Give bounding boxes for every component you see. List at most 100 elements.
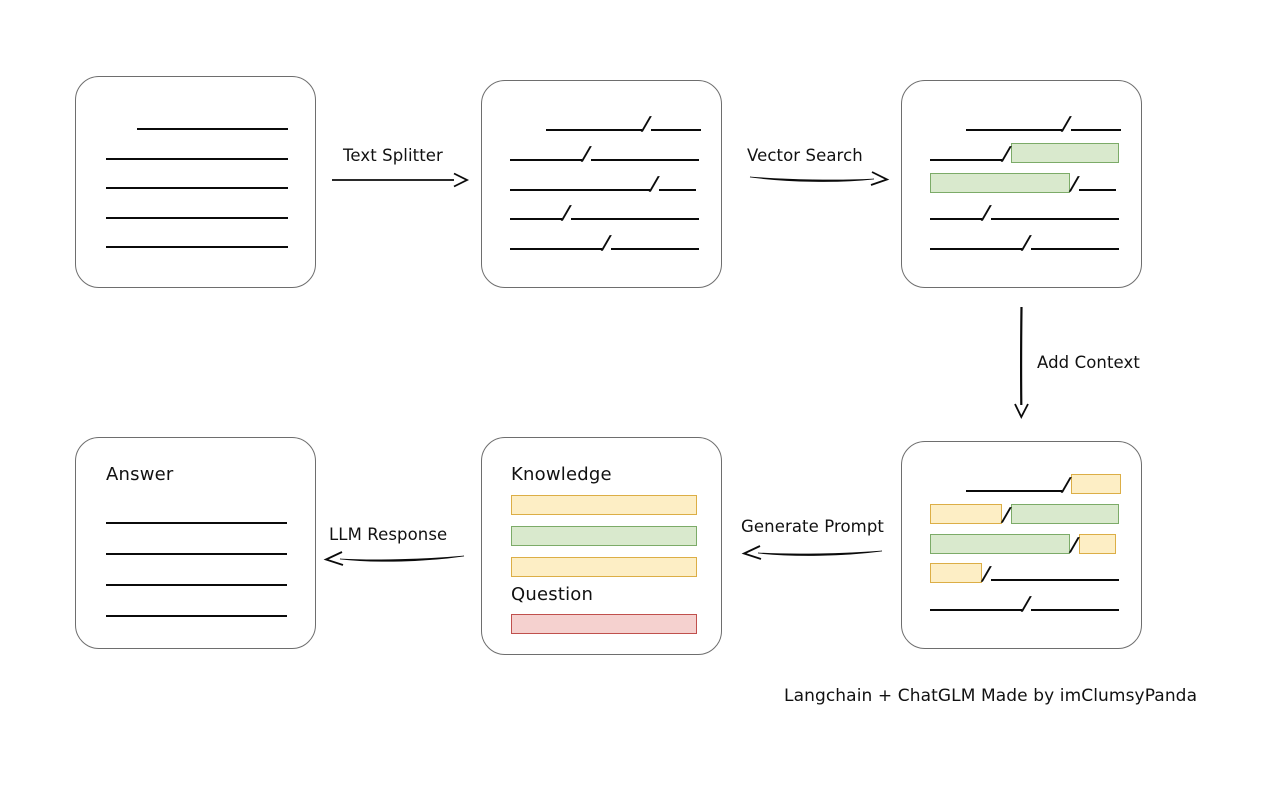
node-split-document[interactable]: / / / / / — [481, 80, 722, 288]
edge-label-vector-search: Vector Search — [747, 146, 863, 165]
text-rule — [990, 579, 1119, 582]
document-line — [106, 506, 287, 526]
slash-separator: / — [1062, 113, 1071, 135]
text-rule — [658, 188, 696, 191]
document-line: / — [510, 202, 699, 225]
text-rule — [1030, 609, 1119, 612]
document-line — [106, 201, 288, 221]
text-rule — [966, 490, 1062, 492]
document-line — [106, 599, 287, 619]
slash-separator: / — [650, 172, 659, 195]
text-rule — [137, 128, 288, 130]
text-rule — [1070, 129, 1121, 131]
text-rule — [1078, 188, 1116, 191]
document-line: / — [966, 474, 1121, 496]
document-line — [137, 112, 288, 132]
document-line: / — [930, 232, 1119, 255]
arrow-llm-response — [323, 551, 465, 566]
document-line: / — [510, 172, 696, 195]
slash-separator: / — [562, 202, 571, 225]
node-prompt[interactable]: Knowledge Question — [481, 437, 722, 655]
text-rule — [106, 584, 287, 586]
node-source-document[interactable] — [75, 76, 316, 288]
document-line: / — [930, 533, 1116, 556]
document-line — [106, 537, 287, 557]
document-line: / — [930, 503, 1119, 526]
arrow-add-context — [1014, 306, 1029, 420]
text-rule — [510, 218, 562, 221]
chunk-highlight-yellow — [930, 563, 982, 584]
slash-separator: / — [1062, 474, 1071, 496]
text-rule — [990, 218, 1119, 221]
prompt-question-label: Question — [511, 584, 594, 605]
text-rule — [106, 522, 287, 524]
edge-label-text-splitter: Text Splitter — [343, 146, 443, 165]
node-context-document[interactable]: / / / / / — [901, 441, 1142, 649]
slash-separator: / — [582, 142, 591, 165]
slash-separator: / — [1022, 593, 1031, 616]
footer-credit: Langchain + ChatGLM Made by imClumsyPand… — [784, 686, 1198, 706]
text-rule — [106, 615, 287, 617]
edge-label-add-context: Add Context — [1037, 353, 1140, 372]
text-rule — [510, 158, 582, 161]
text-rule — [1030, 248, 1119, 251]
text-rule — [106, 216, 288, 219]
node-answer[interactable]: Answer — [75, 437, 316, 649]
document-line: / — [546, 113, 701, 135]
text-rule — [930, 158, 1002, 161]
slash-separator: / — [1002, 503, 1011, 526]
chunk-highlight-green — [1010, 142, 1119, 163]
chunk-highlight-green — [930, 172, 1070, 193]
node-matched-document[interactable]: / / / / / — [901, 80, 1142, 288]
slash-separator: / — [642, 113, 651, 135]
text-rule — [570, 218, 699, 221]
document-line: / — [930, 202, 1119, 224]
prompt-knowledge-label: Knowledge — [511, 464, 612, 485]
knowledge-bar-2 — [511, 526, 697, 546]
text-rule — [930, 248, 1022, 251]
chunk-highlight-green — [1010, 503, 1119, 524]
question-bar-1 — [511, 614, 697, 634]
text-rule — [106, 157, 288, 160]
edge-label-llm-response: LLM Response — [329, 525, 448, 544]
knowledge-bar-1 — [511, 495, 697, 515]
document-line: / — [930, 593, 1119, 616]
text-rule — [510, 248, 602, 251]
slash-separator: / — [1002, 142, 1011, 165]
edge-label-generate-prompt: Generate Prompt — [741, 517, 884, 536]
document-line: / — [966, 113, 1121, 135]
document-line — [106, 230, 288, 250]
chunk-highlight-green — [930, 533, 1070, 554]
text-rule — [510, 188, 650, 191]
slash-separator: / — [1070, 533, 1079, 556]
text-rule — [966, 129, 1062, 131]
document-line — [106, 568, 287, 588]
document-line: / — [930, 172, 1116, 195]
answer-title: Answer — [106, 464, 174, 485]
text-rule — [590, 158, 699, 161]
document-line: / — [510, 142, 699, 165]
document-line — [106, 142, 288, 162]
text-rule — [106, 187, 288, 190]
arrow-vector-search — [749, 171, 890, 186]
knowledge-bar-3 — [511, 557, 697, 577]
document-line: / — [510, 232, 699, 255]
chunk-highlight-yellow — [930, 503, 1002, 524]
slash-separator: / — [982, 563, 991, 586]
text-rule — [930, 218, 982, 221]
arrow-text-splitter — [332, 172, 470, 188]
document-line: / — [930, 563, 1119, 586]
document-line — [106, 171, 288, 191]
text-rule — [106, 246, 288, 249]
arrow-generate-prompt — [741, 545, 883, 560]
document-line: / — [930, 142, 1119, 165]
slash-separator: / — [1070, 172, 1079, 195]
chunk-highlight-yellow — [1070, 474, 1121, 494]
text-rule — [930, 609, 1022, 612]
slash-separator: / — [1022, 232, 1031, 255]
text-rule — [546, 129, 642, 131]
text-rule — [650, 129, 701, 131]
text-rule — [610, 248, 699, 251]
slash-separator: / — [602, 232, 611, 255]
